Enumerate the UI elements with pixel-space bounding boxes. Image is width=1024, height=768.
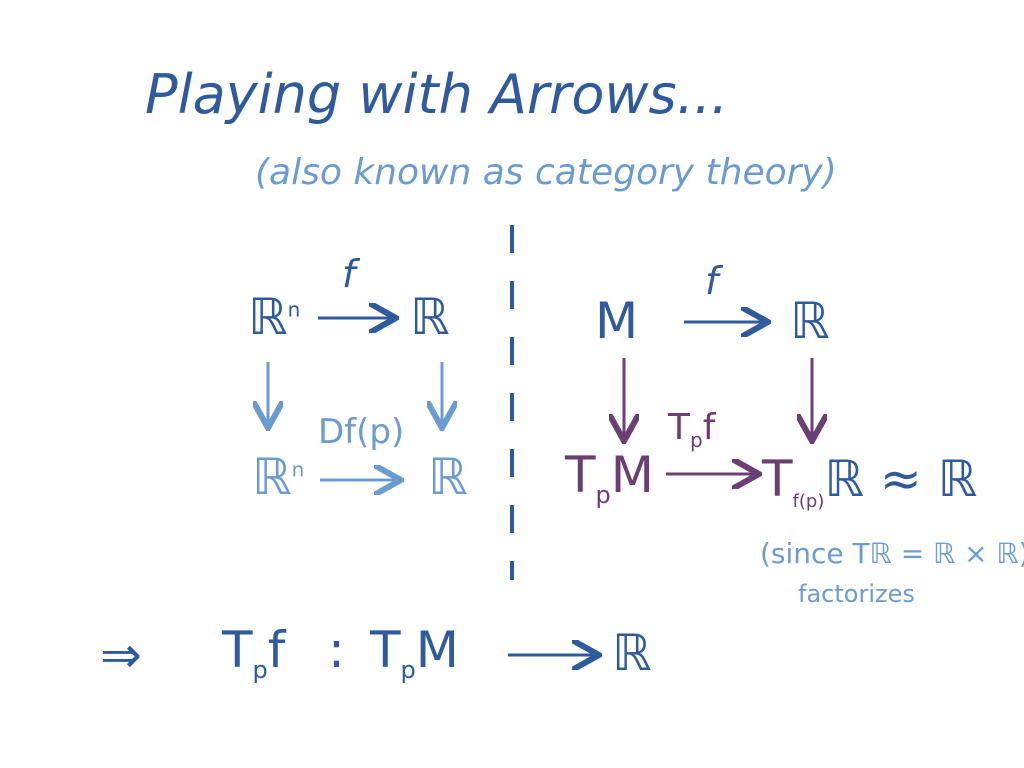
conclusion-codomain: ℝ: [612, 624, 652, 682]
left-bottom-left-node: ℝn: [252, 448, 305, 506]
conclusion-lhs: Tpf: [222, 621, 286, 684]
subtitle: (also known as category theory): [255, 152, 837, 193]
right-top-right-node: ℝ: [790, 292, 830, 350]
right-top-arrow-label: f: [705, 259, 719, 303]
note-line-1: (since Tℝ = ℝ × ℝ): [760, 537, 1024, 570]
left-bottom-arrow-label: Df(p): [318, 412, 405, 452]
conclusion-domain: TpM: [370, 621, 459, 684]
left-bottom-right-node: ℝ: [428, 448, 468, 506]
right-bottom-left-node: TpM: [565, 446, 654, 509]
right-top-left-node: M: [595, 292, 639, 350]
left-top-right-node: ℝ: [410, 288, 450, 346]
conclusion-colon: :: [328, 621, 345, 679]
right-bottom-right-node: Tf(p)ℝ ≈ ℝ: [762, 450, 978, 512]
left-top-left-node: ℝn: [248, 288, 301, 346]
implies-symbol: ⇒: [100, 626, 142, 684]
page-title: Playing with Arrows...: [145, 63, 729, 126]
left-top-arrow-label: f: [342, 252, 356, 296]
note-line-2: factorizes: [798, 580, 915, 608]
right-bottom-arrow-label: Tpf: [668, 407, 716, 453]
